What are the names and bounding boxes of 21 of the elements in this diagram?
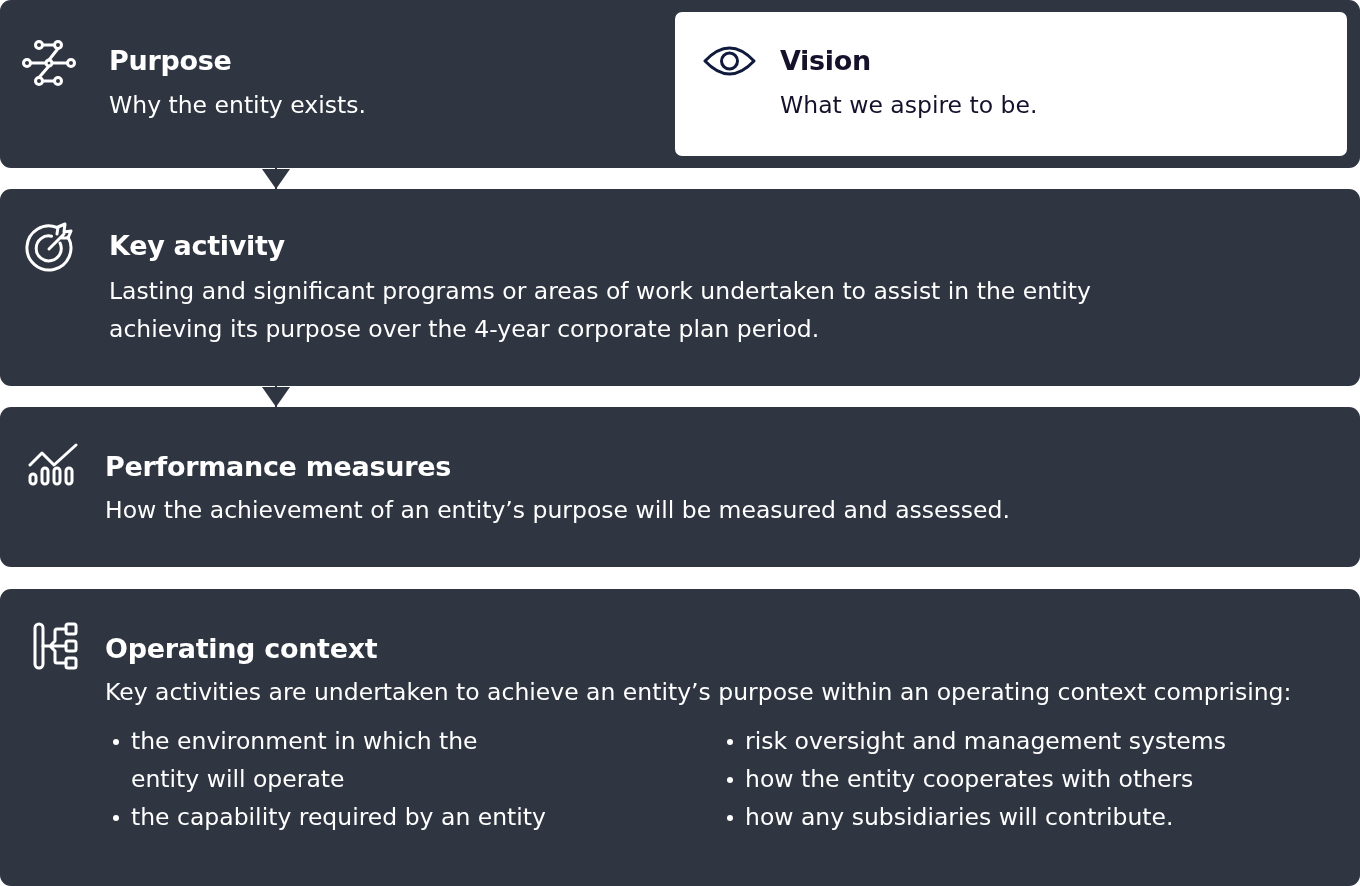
info-panel <box>0 589 1360 886</box>
info-panel <box>0 189 1360 386</box>
heading: Operating context <box>105 632 378 666</box>
list-item-text: the capability required by an entity <box>131 802 546 833</box>
list-item-text: how any subsidiaries will contribute. <box>745 802 1174 833</box>
heading: Key activity <box>109 229 285 263</box>
info-panel <box>0 0 1360 168</box>
heading: Purpose <box>109 44 232 78</box>
info-card <box>675 12 1347 156</box>
heading: Performance measures <box>105 450 451 484</box>
description-text: Key activities are undertaken to achieve an entity’s purpose within an operating context comprising: <box>105 677 1293 708</box>
description-text: Why the entity exists. <box>109 90 367 121</box>
description-text: Lasting and significant programs or areas of work undertaken to assist in the entity achieving its purpose over the 4-year corporate plan period. <box>109 276 1092 345</box>
list-item-text: how the entity cooperates with others <box>745 764 1194 795</box>
arrow <box>262 385 290 408</box>
info-panel <box>0 407 1360 567</box>
heading: Vision <box>780 44 871 78</box>
description-text: What we aspire to be. <box>780 90 1039 121</box>
arrow <box>262 167 290 190</box>
description-text: How the achievement of an entity’s purpose will be measured and assessed. <box>105 495 1011 526</box>
list-item-text: risk oversight and management systems <box>745 726 1226 757</box>
